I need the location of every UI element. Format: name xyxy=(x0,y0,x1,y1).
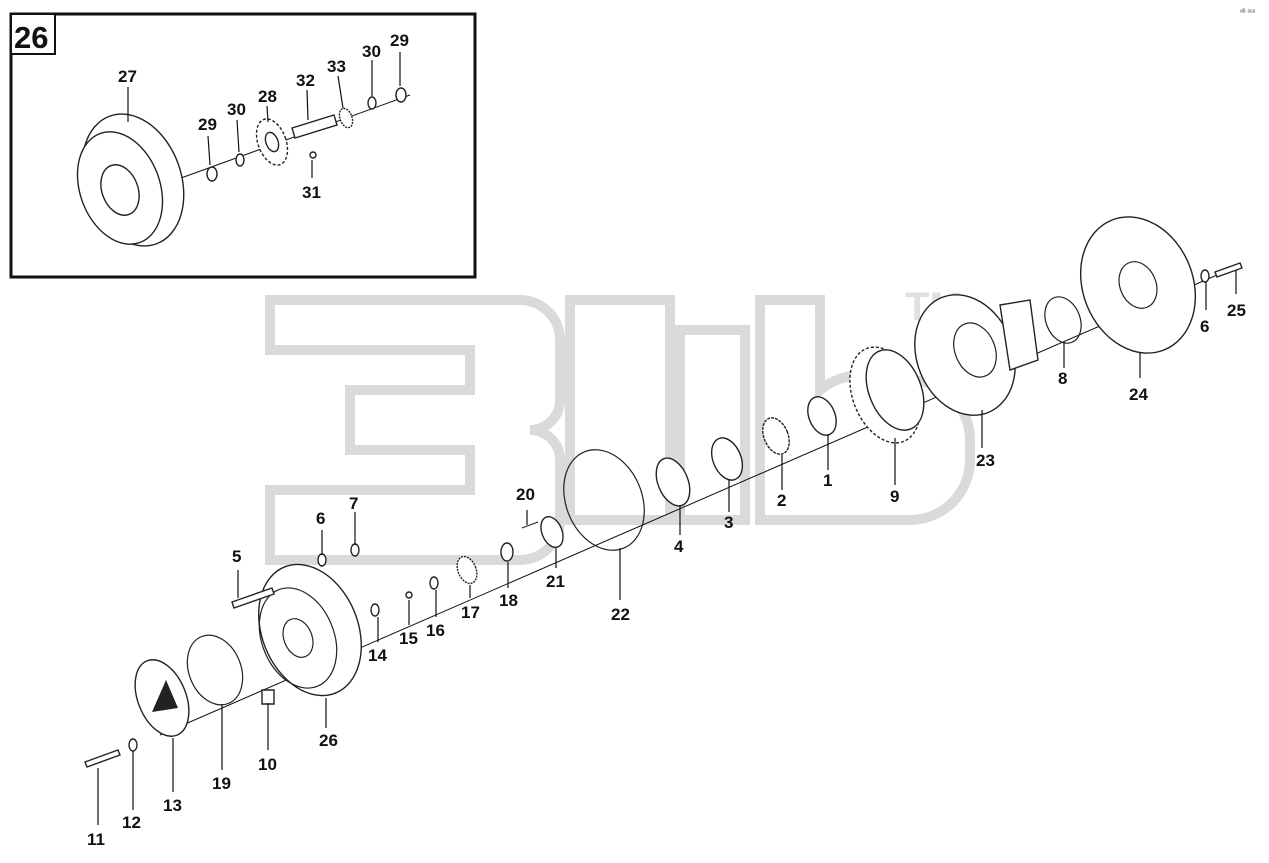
callout-16: 16 xyxy=(426,621,445,640)
part-21-carrier xyxy=(540,515,564,549)
inset-washer-29a xyxy=(206,166,218,182)
callout-13: 13 xyxy=(163,796,182,815)
callout-1: 1 xyxy=(823,471,832,490)
part-18-washer xyxy=(500,542,514,562)
part-23-housing xyxy=(914,294,1039,416)
part-8-ring xyxy=(1044,296,1082,344)
callout-9: 9 xyxy=(890,487,899,506)
inset-ring-30b xyxy=(367,96,377,110)
part-3-bearing xyxy=(710,437,744,481)
callout-30-left: 30 xyxy=(227,100,246,119)
callout-6-right: 6 xyxy=(1200,317,1209,336)
part-11-bolt xyxy=(84,749,121,768)
callout-29-right: 29 xyxy=(390,31,409,50)
callout-27: 27 xyxy=(118,67,137,86)
part-25-bolt xyxy=(1214,262,1243,278)
part-9-ring-gear xyxy=(849,346,925,444)
callout-30-right: 30 xyxy=(362,42,381,61)
inset-panel: 26 xyxy=(9,12,477,279)
callout-33: 33 xyxy=(327,57,346,76)
callout-32: 32 xyxy=(296,71,315,90)
callout-19: 19 xyxy=(212,774,231,793)
callout-26: 26 xyxy=(319,731,338,750)
inset-housing xyxy=(76,113,185,247)
part-12-washer xyxy=(128,738,138,752)
inset-ring-30a xyxy=(235,153,245,167)
part-7-nut xyxy=(350,543,360,557)
part-10-plug xyxy=(261,689,275,705)
callout-24: 24 xyxy=(1129,385,1148,404)
part-5-pin xyxy=(231,587,275,609)
callout-11: 11 xyxy=(87,830,105,849)
callout-18: 18 xyxy=(499,591,518,610)
part-1-ring xyxy=(807,396,837,436)
corner-mark: ᵃᴮ ᵃᵃᵃ xyxy=(1240,9,1256,16)
part-22-seal xyxy=(563,449,645,551)
callout-5: 5 xyxy=(232,547,241,566)
part-20-bolt xyxy=(521,521,539,529)
leader-lines xyxy=(97,270,1237,825)
callout-8: 8 xyxy=(1058,369,1067,388)
callout-29-left: 29 xyxy=(198,115,217,134)
callout-22: 22 xyxy=(611,605,630,624)
callout-labels: 1 2 3 4 5 6 6 7 8 9 10 11 12 13 14 15 16… xyxy=(87,31,1246,849)
inset-washer-29b xyxy=(395,87,407,103)
callout-7: 7 xyxy=(349,494,358,513)
part-24-disc xyxy=(1079,216,1197,354)
callout-31: 31 xyxy=(302,183,321,202)
part-2-ring xyxy=(762,417,790,455)
callout-28: 28 xyxy=(258,87,277,106)
callout-14: 14 xyxy=(368,646,387,665)
inset-spline-33 xyxy=(338,107,354,129)
inset-ball-31 xyxy=(309,151,317,159)
part-19-seal xyxy=(186,634,244,706)
part-16-ring xyxy=(429,576,439,590)
part-6-washer-left xyxy=(317,553,327,567)
callout-10: 10 xyxy=(258,755,277,774)
part-4-bearing xyxy=(655,457,691,507)
inset-shaft-32 xyxy=(291,114,338,139)
callout-4: 4 xyxy=(674,537,684,556)
callout-3: 3 xyxy=(724,513,733,532)
callout-25: 25 xyxy=(1227,301,1246,320)
callout-6-left: 6 xyxy=(316,509,325,528)
part-17-gear xyxy=(456,555,478,585)
part-14-ring xyxy=(370,603,380,617)
callout-23: 23 xyxy=(976,451,995,470)
inset-gear-28 xyxy=(255,118,289,166)
callout-21: 21 xyxy=(546,572,565,591)
callout-17: 17 xyxy=(461,603,480,622)
callout-20: 20 xyxy=(516,485,535,504)
inset-title: 26 xyxy=(14,20,48,55)
part-13-cover xyxy=(134,659,190,737)
callout-2: 2 xyxy=(777,491,786,510)
part-6-washer-right xyxy=(1200,269,1210,283)
part-15-ball xyxy=(405,591,413,599)
callout-12: 12 xyxy=(122,813,141,832)
part-26-housing xyxy=(258,563,362,697)
callout-15: 15 xyxy=(399,629,418,648)
